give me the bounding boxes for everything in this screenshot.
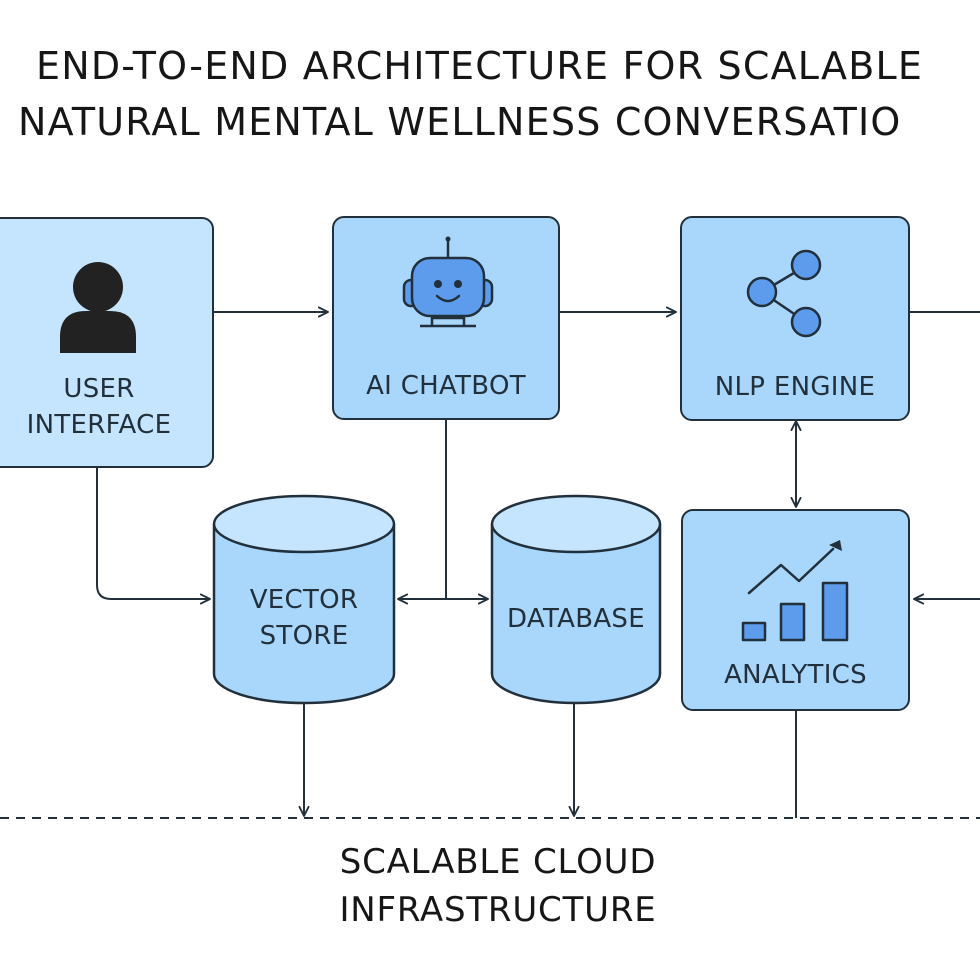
user-interface-label-line-1: USER	[63, 374, 135, 404]
bar-chart-trend-icon	[741, 540, 849, 642]
vector-store-label-line-1: VECTOR	[249, 585, 359, 615]
share-network-icon	[746, 249, 822, 338]
person-icon	[60, 262, 136, 353]
vector-store-label-line-2: STORE	[259, 621, 349, 651]
edge-ui-to-vector-store	[96, 468, 211, 605]
cloud-label-line-1: SCALABLE CLOUD	[339, 842, 657, 882]
node-ai-chatbot: AI CHATBOT	[332, 216, 560, 420]
diagram-title-line-2: NATURAL MENTAL WELLNESS CONVERSATIO	[18, 100, 902, 144]
user-interface-label-line-2: INTERFACE	[26, 410, 172, 440]
node-user-interface: USER INTERFACE	[0, 217, 214, 468]
node-database	[490, 494, 662, 705]
node-vector-store	[212, 494, 396, 705]
node-analytics: ANALYTICS	[681, 509, 910, 711]
diagram-title-line-1: END-TO-END ARCHITECTURE FOR SCALABLE	[36, 44, 924, 88]
nlp-engine-label: NLP ENGINE	[714, 372, 876, 402]
ai-chatbot-label: AI CHATBOT	[366, 371, 526, 401]
node-nlp-engine: NLP ENGINE	[680, 216, 910, 421]
robot-icon	[402, 236, 494, 328]
database-label: DATABASE	[507, 604, 645, 634]
analytics-label: ANALYTICS	[724, 660, 867, 690]
cloud-label-line-2: INFRASTRUCTURE	[339, 890, 657, 930]
